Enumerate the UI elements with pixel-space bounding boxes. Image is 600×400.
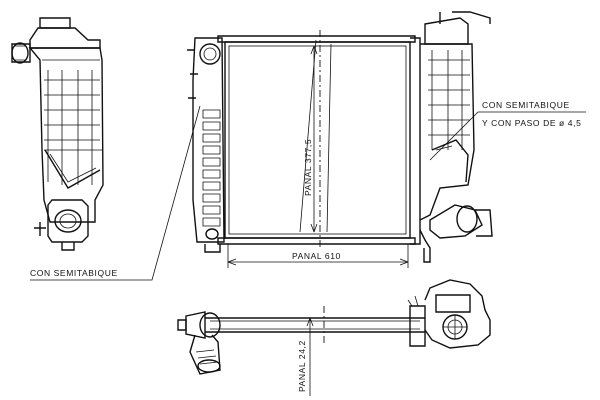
- left-side-view: [11, 17, 104, 251]
- semitabique-left-note: CON SEMITABIQUE: [30, 268, 118, 278]
- dimension-lines: [227, 45, 409, 268]
- front-view: [187, 11, 493, 263]
- semitabique-right-note-line2: Y CON PASO DE ø 4,5: [482, 118, 581, 128]
- depth-dimension-label: PANAL 24,2: [297, 340, 307, 392]
- width-dimension-label: PANAL 610: [292, 251, 341, 261]
- leader-lines: [30, 105, 586, 281]
- height-dimension-label: PANAL 377,5: [303, 139, 313, 196]
- semitabique-right-note-line1: CON SEMITABIQUE: [482, 100, 570, 110]
- bottom-view: [177, 279, 491, 396]
